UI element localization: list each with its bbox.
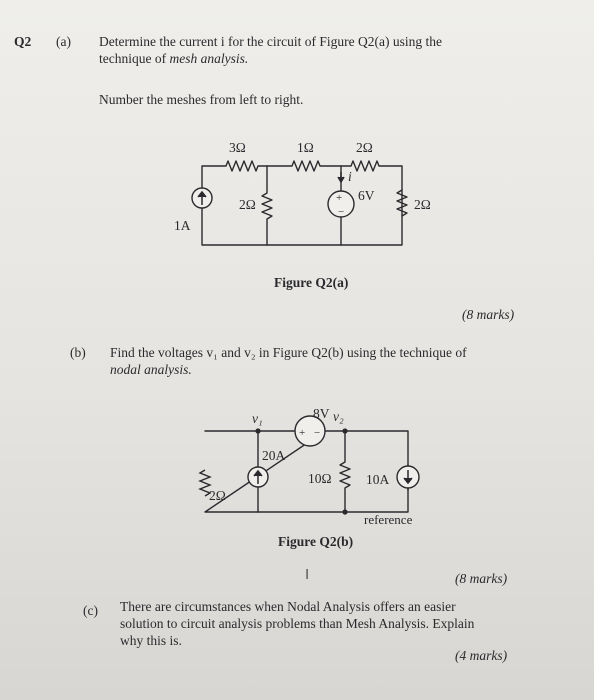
fig-a-r-top-left: 3Ω: [229, 140, 246, 155]
fig-b-caption: Figure Q2(b): [278, 534, 353, 549]
fig-a-caption: Figure Q2(a): [274, 275, 348, 290]
fig-b-source-voltage: 8V: [313, 406, 330, 421]
part-a-note: Number the meshes from left to right.: [99, 92, 304, 107]
node-v1-dot: [255, 428, 261, 434]
part-b-line2: nodal analysis.: [110, 362, 192, 377]
part-a-line2: technique of mesh analysis.: [99, 51, 249, 66]
fig-b-node2: v₂: [333, 409, 344, 424]
current-source-1a: [191, 187, 213, 209]
fig-b-r-mid: 10Ω: [308, 471, 332, 486]
fig-b-r-left: 2Ω: [209, 488, 226, 503]
voltage-source-6v: [327, 190, 355, 218]
plus-sign-b: +: [299, 427, 305, 439]
part-b-label: (b): [70, 345, 86, 360]
fig-a-current-label: i: [348, 169, 352, 184]
minus-sign-b: −: [314, 427, 320, 439]
reference-node-dot: [342, 509, 348, 515]
part-c-label: (c): [83, 603, 98, 618]
part-c-line3: why this is.: [120, 633, 182, 648]
fig-a-r-top-mid: 1Ω: [297, 140, 314, 155]
fig-b-node1: v₁: [252, 411, 263, 426]
minus-sign: −: [338, 206, 344, 218]
fig-a-r-right: 2Ω: [414, 197, 431, 212]
text-cursor-icon: I: [305, 566, 310, 583]
current-source-20a: [247, 466, 269, 488]
fig-a-source-voltage: 6V: [358, 188, 375, 203]
part-b-line1: Find the voltages v₁ and v₂ in Figure Q2…: [110, 345, 467, 360]
fig-a-source-current: 1A: [174, 218, 191, 233]
fig-b-source-current-mid: 20A: [262, 448, 286, 463]
fig-b-source-current-right: 10A: [366, 472, 390, 487]
part-c-line2: solution to circuit analysis problems th…: [120, 616, 475, 631]
current-source-10a: [396, 465, 420, 489]
node-v2-dot: [342, 428, 348, 434]
part-a-line1: Determine the current i for the circuit …: [99, 34, 443, 49]
fig-a-r-shunt: 2Ω: [239, 197, 256, 212]
part-c-marks: (4 marks): [455, 648, 508, 663]
voltage-source-8v: [294, 415, 326, 447]
part-a-marks: (8 marks): [462, 307, 515, 322]
part-b-marks: (8 marks): [455, 571, 508, 586]
part-c-line1: There are circumstances when Nodal Analy…: [120, 599, 456, 614]
fig-b-reference: reference: [364, 512, 413, 527]
question-number: Q2: [14, 34, 32, 49]
part-a-label: (a): [56, 34, 71, 49]
fig-a-r-top-right: 2Ω: [356, 140, 373, 155]
plus-sign: +: [336, 192, 342, 204]
